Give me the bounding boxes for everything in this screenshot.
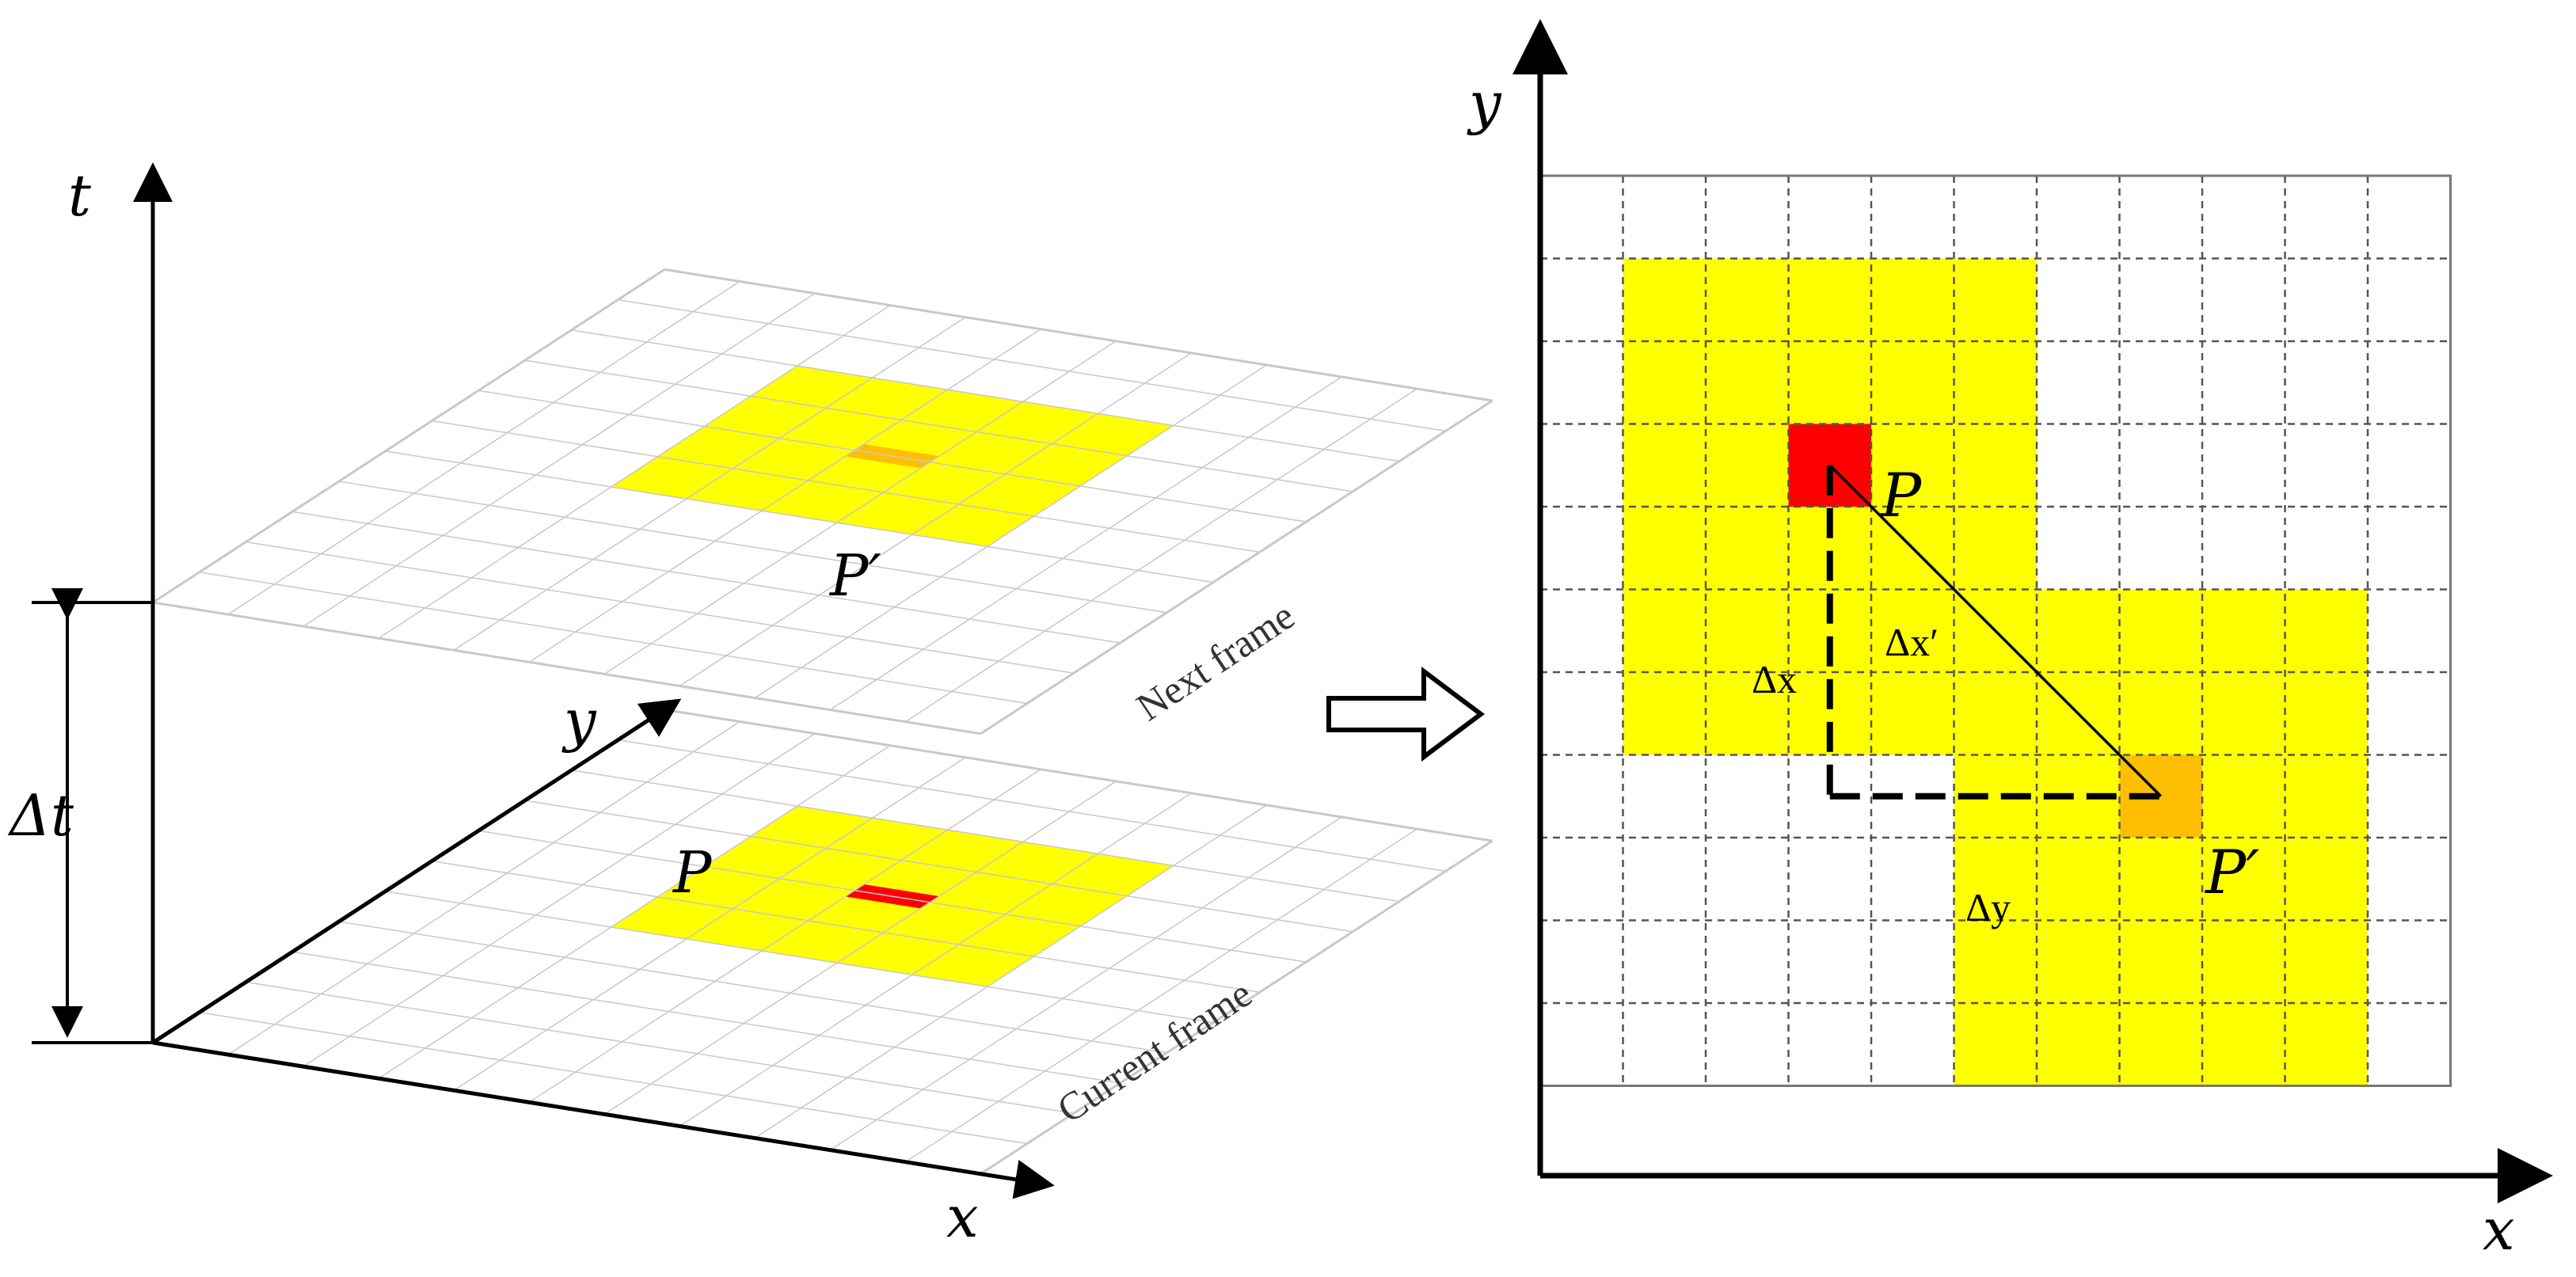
plane-grid-line	[618, 298, 1446, 432]
plane-grid-line	[679, 792, 1192, 1127]
y-axis-label: y	[1467, 70, 1502, 136]
current-frame-plane	[152, 708, 1493, 1176]
plane-grid-line	[378, 744, 891, 1079]
delta-x-label: Δx	[1752, 657, 1797, 701]
plane-grid-line	[980, 839, 1493, 1175]
plane-grid-line	[980, 399, 1493, 735]
delta-x-prime-label: Δx′	[1885, 620, 1939, 664]
plane-grid-line	[904, 828, 1417, 1163]
plane-grid-line	[245, 541, 1074, 675]
plane-grid-line	[528, 769, 1041, 1103]
plane-grid-line	[152, 268, 665, 604]
plane-grid-line	[245, 981, 1074, 1115]
plane-grid-line	[524, 800, 1353, 933]
plane-grid-line	[478, 390, 1307, 523]
plane-grid-line	[829, 376, 1342, 711]
x-axis-label: x	[2483, 1196, 2515, 1263]
right-panel: y x P P′ Δx Δx′ Δy	[1467, 19, 2553, 1263]
y-axis-label: y	[561, 687, 597, 754]
pixel-grid	[1539, 174, 2452, 1087]
plane-grid-line	[292, 951, 1121, 1084]
plane-grid-line	[603, 340, 1117, 675]
x-axis-3d	[152, 1040, 1055, 1199]
left-panel: t y x Δt P′ P Next frame Current frame	[7, 162, 1493, 1250]
plane-grid-line	[904, 388, 1417, 723]
plane-grid-line	[754, 804, 1267, 1139]
plane-grid-line	[571, 329, 1400, 462]
point-p-prime-label: P′	[2204, 837, 2259, 907]
displacement-line	[1828, 464, 2162, 797]
plane-grid-line	[227, 720, 740, 1055]
delta-y-label: Δy	[1965, 885, 2011, 929]
plane-grid-line	[453, 757, 966, 1091]
plane-grid-line	[199, 1012, 1028, 1145]
point-p-next-label: P′	[828, 542, 881, 609]
plane-grid-line	[338, 481, 1167, 614]
plane-grid-line	[432, 860, 1260, 994]
plane-grid-line	[152, 601, 981, 735]
plane-grid-line	[432, 420, 1260, 553]
transition-arrow	[1326, 667, 1485, 762]
plane-grid-line	[603, 781, 1117, 1115]
plane-grid-line	[385, 891, 1214, 1024]
plane-grid-line	[571, 770, 1400, 903]
plane-grid-line	[378, 304, 891, 639]
x-axis-label: x	[946, 1184, 979, 1250]
plane-grid-line	[199, 572, 1028, 705]
plane-grid-line	[528, 329, 1041, 663]
plane-grid-line	[227, 280, 740, 615]
delta-t-label: Δt	[7, 782, 74, 849]
plane-grid-line	[524, 359, 1353, 492]
t-axis-label: t	[68, 162, 92, 229]
plane-grid-line	[829, 816, 1342, 1151]
plane-grid-line	[338, 921, 1167, 1054]
plane-grid-line	[302, 732, 816, 1067]
plane-grid-line	[453, 317, 966, 651]
plane-grid-line	[754, 364, 1267, 699]
next-frame-plane	[152, 268, 1493, 735]
plane-grid-line	[664, 708, 1493, 842]
plane-grid-line	[302, 292, 816, 627]
point-p-current-label: P	[672, 839, 713, 906]
plane-grid-line	[292, 511, 1121, 644]
point-p-label: P	[1879, 460, 1923, 530]
plane-grid-line	[679, 352, 1192, 687]
plane-grid-line	[664, 268, 1493, 402]
y-axis-3d	[151, 698, 682, 1045]
plane-grid-line	[478, 830, 1307, 963]
plane-grid-line	[385, 450, 1214, 583]
plane-grid-line	[618, 739, 1446, 872]
